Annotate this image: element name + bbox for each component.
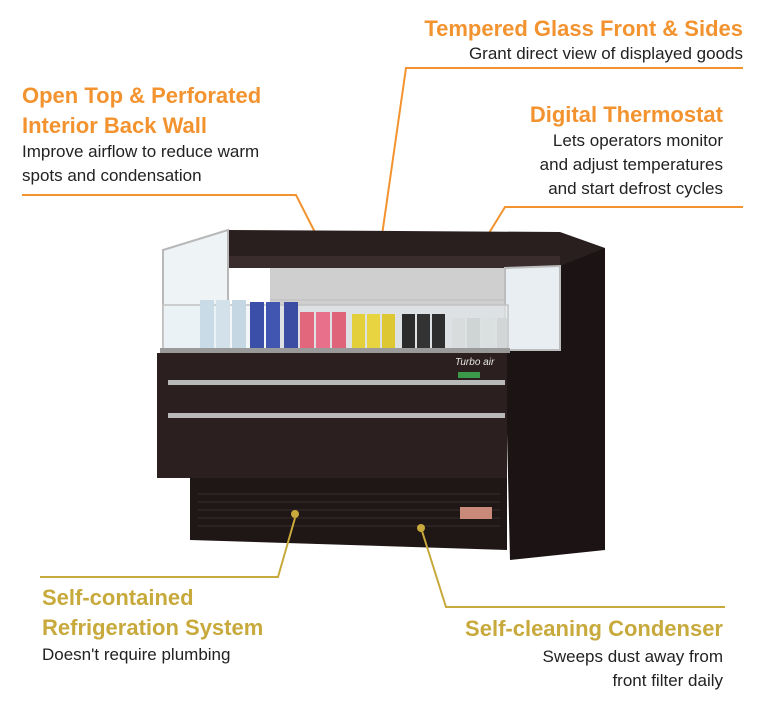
leader-glass [377,67,743,264]
trim-strip-2 [168,413,505,418]
condenser-desc-line2: front filter daily [612,671,723,690]
dot-condenser [417,524,425,532]
open-top-title-line2: Interior Back Wall [22,113,208,138]
logo-badge [458,372,480,378]
grille [198,493,500,527]
callout-refrigeration-desc: Doesn't require plumbing [42,645,231,664]
leader-refrigeration [40,517,296,578]
callout-thermostat-desc: Lets operators monitor and adjust temper… [540,129,723,201]
callout-open-top-title: Open Top & Perforated Interior Back Wall [22,81,261,141]
refrigeration-title-line1: Self-contained [42,585,194,610]
callout-refrigeration-title: Self-contained Refrigeration System [42,583,263,643]
dot-refrigeration [291,510,299,518]
canopy-front [228,256,560,268]
callout-condenser-desc: Sweeps dust away from front filter daily [543,645,723,693]
merchandiser-unit [157,228,605,560]
thermostat-desc-line2: and adjust temperatures [539,155,723,174]
open-top-title-line1: Open Top & Perforated [22,83,262,108]
leader-lines-bottom [40,517,725,608]
callout-glass-title: Tempered Glass Front & Sides [424,16,743,41]
thermostat-desc-line1: Lets operators monitor [552,131,723,150]
callout-thermostat-title: Digital Thermostat [529,102,723,127]
refrigeration-title-line2: Refrigeration System [42,615,264,640]
trim-strip-1 [168,380,505,385]
base [190,478,507,550]
condenser-desc-line1: Sweeps dust away from [542,647,723,666]
leader-condenser [421,530,725,608]
products-shelf [200,300,507,350]
callout-open-top-desc: Improve airflow to reduce warm spots and… [22,140,259,188]
brand-logo: Turbo air [455,357,495,368]
grille-label [460,507,492,519]
callout-glass-desc: Grant direct view of displayed goods [468,44,743,63]
open-top-desc-line1: Improve airflow to reduce warm [22,142,260,161]
open-top-desc-line2: spots and condensation [22,166,202,185]
callout-condenser-title: Self-cleaning Condenser [465,616,723,641]
glass-side-right [504,264,561,351]
thermostat-desc-line3: and start defrost cycles [548,179,723,198]
deck-rail [160,348,510,353]
